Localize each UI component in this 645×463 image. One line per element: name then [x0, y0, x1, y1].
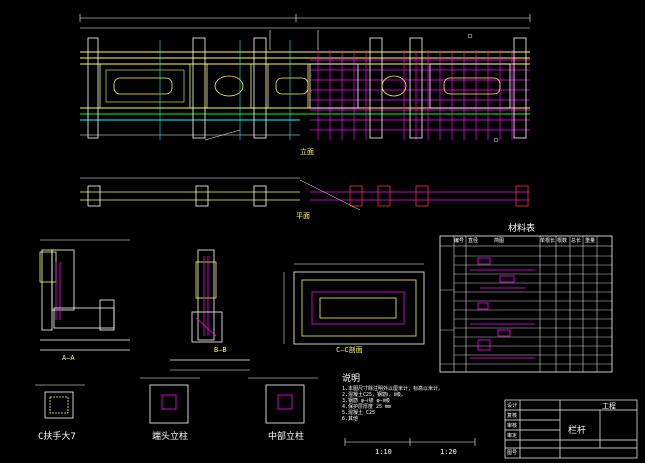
table-header-cell: 重量 [585, 238, 596, 244]
elevation-view-label: 立面 [300, 148, 314, 156]
table-header-cell: 编号 [454, 238, 465, 244]
handrail-detail-label: C扶手大7 [38, 432, 76, 442]
middle-post-detail [248, 377, 318, 424]
note-item: 5.混凝土 C25 [342, 410, 376, 416]
scale-bars [344, 438, 476, 446]
section-aa-label: A—A [62, 354, 75, 362]
title-block-row: 复核 [507, 413, 518, 419]
note-item: 4.保护层厚度 25 mm [342, 404, 392, 410]
table-header-cell: 总长 [571, 238, 582, 244]
title-block-row: 设计 [507, 403, 518, 409]
end-post-label: 端头立柱 [152, 432, 189, 442]
scale-label-2: 1:20 [440, 448, 457, 456]
title-block-row: 审定 [507, 433, 518, 439]
table-header-cell: 根数 [557, 238, 568, 244]
section-bb-label: B—B [214, 346, 227, 354]
table-header-cell: 直径 [468, 238, 479, 244]
plan-view [80, 177, 530, 211]
middle-post-label: 中部立柱 [268, 432, 305, 442]
note-item: 6.其他 [342, 416, 359, 422]
title-block-chart-no: 图号 [507, 450, 518, 456]
scale-label-1: 1:10 [375, 448, 392, 456]
note-item: 2.混凝土C25，钢筋Ⅰ、Ⅱ级。 [342, 392, 406, 398]
section-b-b [170, 249, 250, 371]
title-block-sheet-title: 栏杆 [568, 426, 587, 436]
section-a-a [39, 239, 130, 351]
end-post-detail [140, 377, 200, 424]
elevation-view [79, 14, 531, 143]
title-block [504, 399, 638, 459]
table-header-cell: 单根长 [540, 238, 556, 244]
notes-list: 1.本图尺寸除注明外以厘米计，标高以米计。 2.混凝土C25，钢筋Ⅰ、Ⅱ级。 3… [342, 386, 492, 422]
note-item: 1.本图尺寸除注明外以厘米计，标高以米计。 [342, 386, 444, 392]
materials-table-title: 材料表 [508, 224, 536, 234]
table-header-cell: 简图 [494, 238, 505, 244]
plan-view-label: 平面 [296, 212, 310, 220]
handrail-detail [35, 384, 85, 419]
section-c-c-panel [283, 263, 425, 345]
title-block-row: 审核 [507, 423, 518, 429]
materials-table [439, 235, 613, 373]
notes-title: 说明 [342, 374, 361, 384]
title-block-project: 工程 [602, 402, 616, 410]
section-cc-label: C—C剖面 [336, 346, 363, 354]
note-item: 3.钢筋 φ—Ⅰ级 φ—Ⅱ级 [342, 398, 391, 404]
